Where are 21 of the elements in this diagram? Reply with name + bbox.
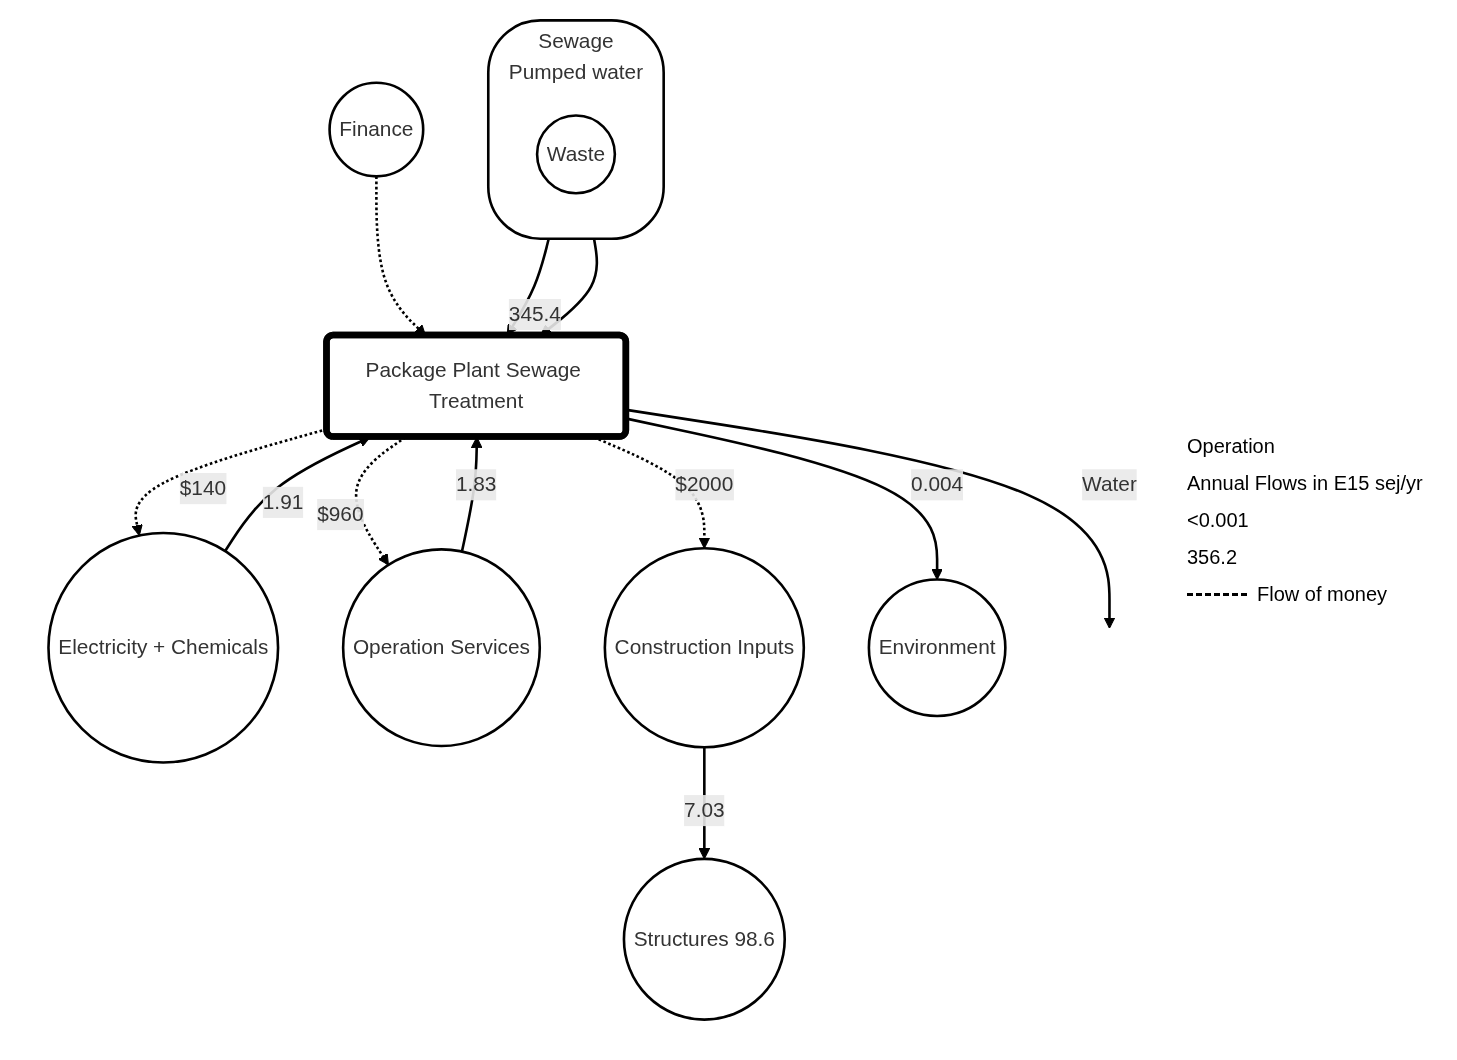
edge-label: 0.004 — [911, 473, 964, 496]
note-label: 356.2 — [1187, 545, 1239, 569]
edge-label: Water — [1082, 473, 1137, 496]
node-circle: Construction Inputs — [603, 546, 806, 749]
note-label: <0.001 — [1187, 508, 1250, 532]
edge-label: $140 — [179, 476, 227, 500]
node-circle: Structures 98.6 — [622, 857, 786, 1021]
note-label: Annual Flows in E15 sej/yr — [1187, 471, 1424, 495]
note-label: Operation — [1187, 434, 1276, 458]
node-circle: Waste — [535, 114, 617, 195]
legend-label: Flow of money — [1257, 582, 1388, 606]
node-circle: Electricity + Chemicals — [47, 531, 280, 764]
node-circle: Operation Services — [341, 548, 542, 748]
edge-label: 1.91 — [262, 490, 304, 513]
node-circle: Finance — [328, 81, 425, 178]
edge-label: $2000 — [675, 473, 734, 496]
node-circle: Environment — [867, 578, 1007, 718]
edge-label: 345.4 — [508, 302, 561, 325]
edge-label: 7.03 — [684, 798, 725, 822]
edge-label: $960 — [317, 502, 364, 525]
edge-label: 1.83 — [455, 473, 497, 496]
